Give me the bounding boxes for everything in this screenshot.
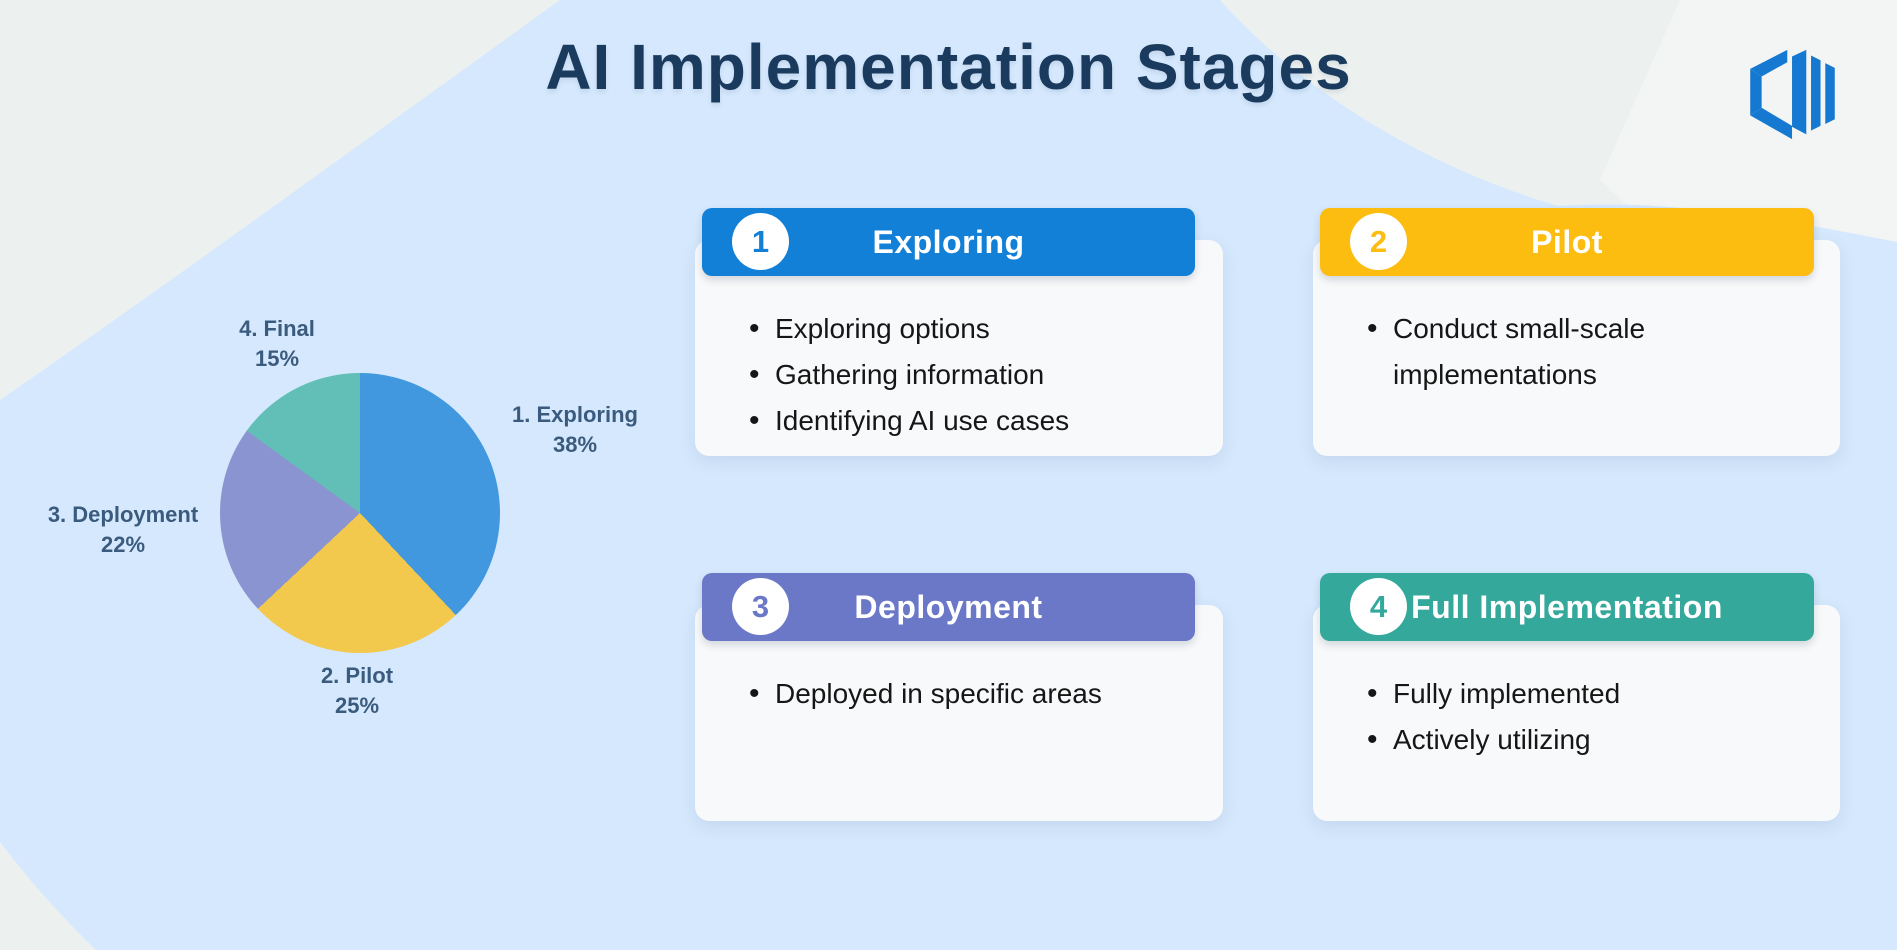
pie-label-deployment: 3. Deployment 22% — [48, 500, 198, 560]
pie-label-percent: 22% — [100, 532, 146, 557]
bullet-item: Deployed in specific areas — [747, 671, 1123, 717]
stage-number-badge: 1 — [732, 213, 789, 270]
stage-card-body: Conduct small-scale implementations — [1313, 240, 1840, 456]
stage-number-badge: 3 — [732, 578, 789, 635]
page-title: AI Implementation Stages — [545, 31, 1352, 103]
pie-label-name: 2. Pilot — [320, 663, 394, 688]
bullet-item: Actively utilizing — [1365, 717, 1741, 763]
bullet-item: Exploring options — [747, 306, 1123, 352]
pie-chart — [220, 373, 500, 653]
stage-card-header: 1 Exploring — [702, 208, 1195, 276]
stage-card-body: Exploring options Gathering information … — [695, 240, 1223, 456]
pie-label-name: 3. Deployment — [47, 502, 199, 527]
pie-label-exploring: 1. Exploring 38% — [512, 400, 638, 460]
bullet-item: Identifying AI use cases — [747, 398, 1123, 444]
bullet-list: Conduct small-scale implementations — [1365, 306, 1814, 398]
pie-label-final: 4. Final 15% — [239, 314, 315, 374]
pie-label-name: 1. Exploring — [512, 402, 638, 427]
bullet-item: Gathering information — [747, 352, 1123, 398]
bullet-list: Exploring options Gathering information … — [747, 306, 1197, 444]
bullet-item: Fully implemented — [1365, 671, 1741, 717]
stage-card-title: Pilot — [1531, 223, 1603, 260]
stage-card-body: Deployed in specific areas — [695, 605, 1223, 821]
stage-number-badge: 4 — [1350, 578, 1407, 635]
stage-card-title: Full Implementation — [1411, 588, 1723, 625]
bullet-list: Fully implemented Actively utilizing — [1365, 671, 1814, 763]
stage-number: 3 — [751, 588, 770, 624]
pie-label-percent: 25% — [334, 693, 380, 718]
stage-number: 4 — [1369, 588, 1388, 624]
stage-card-body: Fully implemented Actively utilizing — [1313, 605, 1840, 821]
bullet-item: Conduct small-scale implementations — [1365, 306, 1741, 398]
stage-number: 2 — [1369, 223, 1388, 259]
pie-label-percent: 15% — [254, 346, 300, 371]
brand-hexagon-logo-icon — [1750, 49, 1835, 140]
stage-number-badge: 2 — [1350, 213, 1407, 270]
pie-label-name: 4. Final — [239, 316, 315, 341]
stage-card-header: 3 Deployment — [702, 573, 1195, 641]
stage-card-title: Deployment — [854, 588, 1043, 625]
stage-card-title: Exploring — [872, 223, 1025, 260]
stage-number: 1 — [751, 223, 770, 259]
stage-card-header: 4 Full Implementation — [1320, 573, 1814, 641]
bullet-list: Deployed in specific areas — [747, 671, 1197, 717]
stage-card-header: 2 Pilot — [1320, 208, 1814, 276]
pie-label-pilot: 2. Pilot 25% — [321, 661, 393, 721]
pie-label-percent: 38% — [552, 432, 598, 457]
